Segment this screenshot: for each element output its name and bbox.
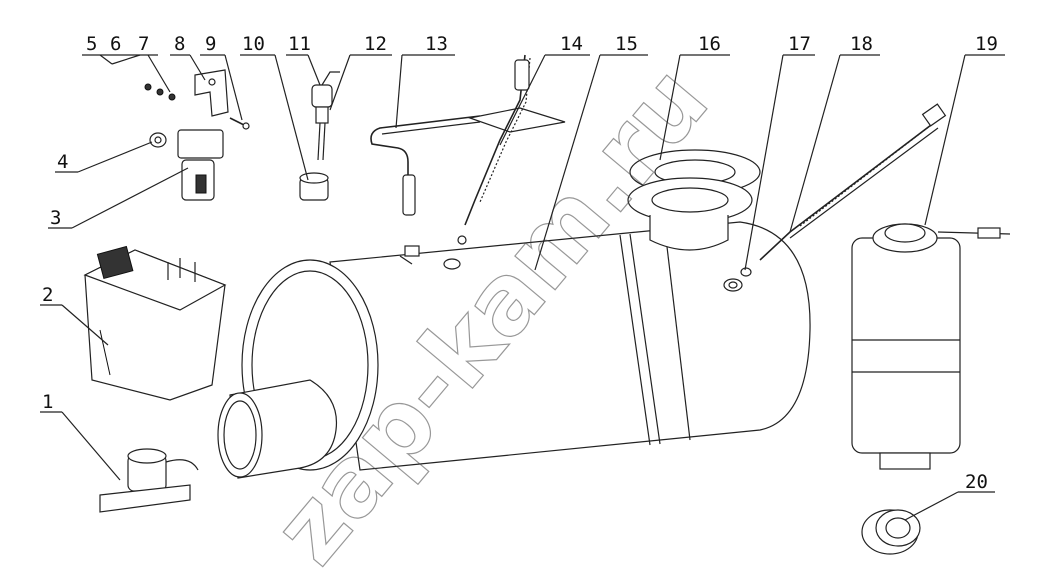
solenoid-valve-drawing — [99, 448, 199, 513]
muffler-drawing — [217, 221, 811, 479]
leader-lines — [40, 54, 1005, 521]
pump-unit-drawing — [177, 129, 224, 201]
callout-17: 17 — [788, 33, 811, 55]
callout-19: 19 — [975, 33, 998, 55]
callout-15: 15 — [615, 33, 638, 55]
callout-18: 18 — [850, 33, 873, 55]
washers-drawing — [144, 83, 176, 101]
nut-drawing — [149, 132, 167, 148]
callout-12: 12 — [364, 33, 387, 55]
temperature-sensor-drawing — [311, 71, 340, 161]
callout-6: 6 — [110, 33, 121, 55]
bolt-drawing — [229, 117, 250, 130]
seal-ring-drawing — [723, 267, 752, 292]
callout-14: 14 — [560, 33, 583, 55]
bracket-drawing — [194, 69, 229, 117]
sleeve-small-drawing — [299, 172, 329, 201]
urea-tank-drawing — [851, 223, 1011, 470]
callout-13: 13 — [425, 33, 448, 55]
callout-4: 4 — [57, 151, 68, 173]
sleeve-drawing — [861, 509, 921, 555]
callout-9: 9 — [205, 33, 216, 55]
callout-11: 11 — [288, 33, 311, 55]
callout-3: 3 — [50, 207, 61, 229]
callout-1: 1 — [42, 391, 53, 413]
callout-labels: 1 2 3 4 5 6 7 8 9 10 11 12 13 14 15 16 1… — [42, 33, 998, 493]
callout-2: 2 — [42, 284, 53, 306]
callout-10: 10 — [242, 33, 265, 55]
callout-20: 20 — [965, 471, 988, 493]
hose-assembly-drawing — [457, 54, 531, 245]
callout-7: 7 — [138, 33, 149, 55]
callout-5: 5 — [86, 33, 97, 55]
callout-8: 8 — [174, 33, 185, 55]
flange-drawing — [627, 149, 761, 251]
dosing-module-drawing — [83, 245, 227, 401]
callout-16: 16 — [698, 33, 721, 55]
